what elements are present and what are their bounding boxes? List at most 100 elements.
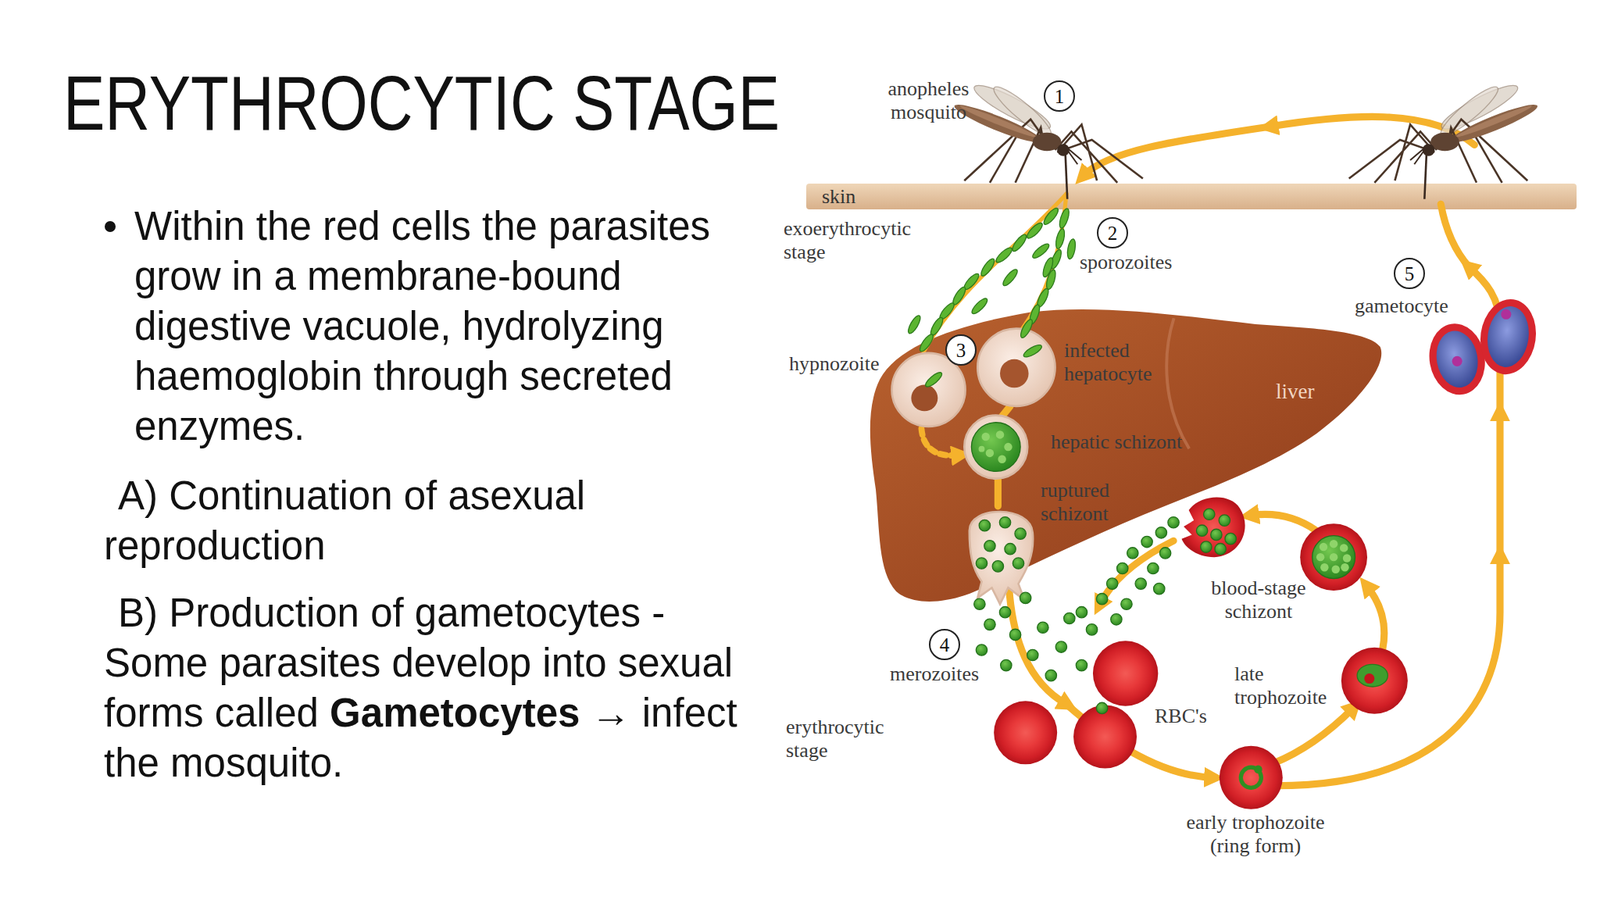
red-blood-cell <box>993 700 1058 765</box>
diagram-label: anopheles mosquito <box>875 77 982 125</box>
hepatocyte <box>1003 442 1012 451</box>
sporozoite <box>1041 256 1056 279</box>
hepatocyte <box>1000 359 1029 389</box>
merozoite <box>1019 592 1031 604</box>
life-cycle-arrows <box>1083 126 1271 176</box>
callout-number-circle: 4 <box>928 628 961 661</box>
merozoite <box>1167 517 1179 529</box>
hepatocyte <box>997 455 1006 464</box>
diagram-label: ruptured schizont <box>1040 478 1127 526</box>
life-cycle-arrows <box>1367 586 1385 650</box>
callout-number: 2 <box>1107 223 1118 243</box>
merozoite <box>1106 578 1118 590</box>
merozoite <box>1147 562 1159 574</box>
red-blood-cell <box>1225 532 1236 544</box>
red-blood-cell <box>1364 673 1375 684</box>
merozoite <box>1075 659 1087 671</box>
merozoite <box>974 598 986 610</box>
diagram-label: hypnozoite <box>789 352 907 376</box>
list-item: A) Continuation of asexual reproduction <box>103 471 729 572</box>
merozoite <box>1037 621 1049 633</box>
hepatocyte <box>996 430 1004 439</box>
red-blood-cell <box>1203 508 1215 520</box>
red-blood-cell <box>1196 525 1208 536</box>
hepatocyte <box>978 446 986 453</box>
hepatocyte <box>969 511 1033 604</box>
merozoite <box>1014 528 1026 540</box>
diagram-label: hepatic schizont <box>1050 430 1223 454</box>
red-blood-cell <box>1200 541 1212 553</box>
red-blood-cell <box>1342 553 1351 562</box>
merozoite <box>1159 547 1171 559</box>
hepatocyte <box>985 449 994 458</box>
red-blood-cell <box>1096 702 1108 714</box>
red-blood-cell <box>1092 640 1158 706</box>
sporozoite <box>1066 238 1078 260</box>
callout-number: 5 <box>1404 264 1415 284</box>
merozoite <box>1004 543 1016 555</box>
hepatocyte <box>981 432 990 441</box>
callout-number-circle: 2 <box>1096 217 1129 249</box>
stage-label: exoerythrocytic stage <box>783 217 936 265</box>
emphasis-term: Gametocytes <box>329 690 580 736</box>
merozoite <box>1009 628 1021 640</box>
red-blood-cell <box>1219 746 1283 810</box>
merozoite <box>999 517 1011 529</box>
callout-number: 4 <box>939 635 950 655</box>
life-cycle-arrows <box>1273 707 1354 764</box>
red-blood-cell <box>1339 543 1348 552</box>
hepatocyte <box>964 415 1028 479</box>
diagram-label: merozoites <box>889 662 1008 686</box>
merozoite <box>1121 598 1133 610</box>
diagram-label: gametocyte <box>1354 294 1472 318</box>
merozoite <box>1096 593 1108 605</box>
red-blood-cell <box>1073 705 1137 769</box>
diagram-label: blood-stage schizont <box>1196 576 1322 624</box>
organ-label: liver <box>1275 379 1315 404</box>
red-blood-cell <box>1316 553 1325 561</box>
merozoite <box>1075 606 1087 618</box>
liver-lobe-line <box>1166 317 1190 449</box>
hepatocyte <box>971 422 1021 472</box>
merozoite <box>1064 612 1075 624</box>
red-blood-cell <box>1312 535 1356 579</box>
red-blood-cell <box>1320 563 1329 572</box>
merozoite <box>1027 649 1039 661</box>
red-blood-cell <box>1340 563 1349 572</box>
red-blood-cell <box>1357 664 1388 687</box>
diagram-label: late trophozoite <box>1234 662 1348 710</box>
sporozoite <box>923 370 944 390</box>
life-cycle-arrows <box>994 479 1002 507</box>
sporozoite <box>978 257 997 279</box>
merozoite <box>1055 641 1067 653</box>
life-cycle-arrows <box>1100 540 1174 604</box>
sporozoite <box>969 296 990 316</box>
merozoite <box>975 557 987 569</box>
life-cycle-arrows <box>1275 556 1500 786</box>
red-blood-cell <box>1329 539 1338 548</box>
gametocyte-cell <box>1500 309 1511 320</box>
red-blood-cell <box>1300 523 1368 591</box>
skin-band: skin <box>806 183 1577 210</box>
callout-number-circle: 3 <box>945 334 977 366</box>
red-blood-cell <box>1214 543 1226 555</box>
callout-number-circle: 5 <box>1393 257 1425 290</box>
sporozoite <box>1021 342 1043 360</box>
life-cycle-arrows <box>1250 514 1317 531</box>
sporozoite <box>1053 228 1066 250</box>
gametocyte-cell <box>1475 295 1541 379</box>
gametocyte-cell <box>1423 319 1490 400</box>
callout-number: 1 <box>1054 86 1065 107</box>
diagram-label: infected hepatocyte <box>1064 339 1166 386</box>
merozoite <box>975 644 987 656</box>
sporozoite <box>906 314 923 336</box>
merozoite <box>992 560 1004 572</box>
merozoite <box>978 519 990 531</box>
hepatocyte <box>977 328 1055 407</box>
sporozoite <box>1057 207 1072 230</box>
life-cycle-arrows <box>1440 203 1470 268</box>
gametocyte-cell <box>1432 327 1483 391</box>
merozoite <box>1135 578 1147 590</box>
merozoite <box>1085 624 1097 636</box>
red-blood-cell <box>1331 565 1340 574</box>
